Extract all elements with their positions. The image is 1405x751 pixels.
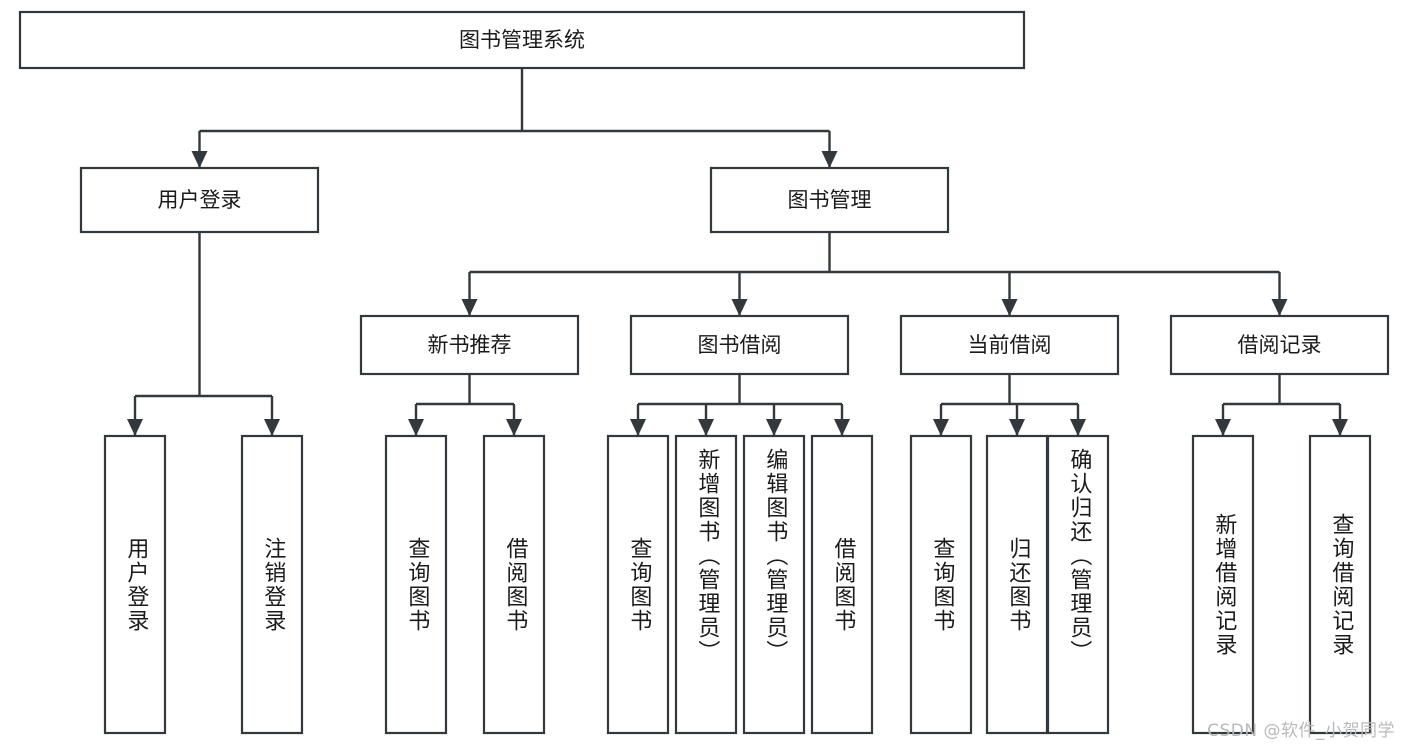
- node-leaf-user-login[interactable]: [103, 434, 167, 735]
- node-box-leaf-logout: [240, 434, 304, 735]
- node-leaf-add-book[interactable]: [674, 434, 738, 735]
- node-box-leaf-borrow-book-rec: [482, 434, 546, 735]
- node-leaf-query-book-rec[interactable]: [384, 434, 448, 735]
- node-user-login[interactable]: 用户登录: [79, 166, 320, 234]
- node-borrow-record[interactable]: 借阅记录: [1169, 314, 1390, 376]
- node-label-book-borrow: 图书借阅: [698, 333, 782, 357]
- node-label-root: 图书管理系统: [459, 28, 585, 52]
- node-label-user-login: 用户登录: [158, 188, 242, 212]
- node-label-current-borrow: 当前借阅: [968, 333, 1052, 357]
- node-box-leaf-query-book-borrow: [606, 434, 670, 735]
- node-leaf-return-book[interactable]: [985, 434, 1049, 735]
- node-box-new-book-rec: [359, 314, 580, 376]
- node-box-root: [18, 10, 1026, 70]
- node-book-manage[interactable]: 图书管理: [709, 166, 950, 234]
- node-root[interactable]: 图书管理系统: [18, 10, 1026, 70]
- node-box-book-manage: [709, 166, 950, 234]
- node-box-book-borrow: [629, 314, 850, 376]
- watermark: CSDN @软件_小贺同学: [1207, 721, 1395, 741]
- node-leaf-query-book-cur[interactable]: [909, 434, 973, 735]
- node-leaf-confirm-return[interactable]: [1046, 434, 1110, 735]
- node-label-book-manage: 图书管理: [788, 188, 872, 212]
- node-box-leaf-query-book-cur: [909, 434, 973, 735]
- node-leaf-query-book-borrow[interactable]: [606, 434, 670, 735]
- node-box-borrow-record: [1169, 314, 1390, 376]
- connector-layer: [127, 68, 1348, 436]
- node-box-user-login: [79, 166, 320, 234]
- node-leaf-borrow-book-rec[interactable]: [482, 434, 546, 735]
- node-box-leaf-add-record: [1191, 434, 1255, 735]
- node-current-borrow[interactable]: 当前借阅: [899, 314, 1120, 376]
- node-leaf-query-record[interactable]: [1308, 434, 1372, 735]
- node-box-leaf-borrow-book: [810, 434, 874, 735]
- node-box-leaf-edit-book: [742, 434, 806, 735]
- node-label-new-book-rec: 新书推荐: [428, 333, 512, 357]
- node-new-book-rec[interactable]: 新书推荐: [359, 314, 580, 376]
- node-box-leaf-add-book: [674, 434, 738, 735]
- node-leaf-edit-book[interactable]: [742, 434, 806, 735]
- node-leaf-borrow-book[interactable]: [810, 434, 874, 735]
- node-box-leaf-confirm-return: [1046, 434, 1110, 735]
- node-box-current-borrow: [899, 314, 1120, 376]
- node-leaf-add-record[interactable]: [1191, 434, 1255, 735]
- node-label-borrow-record: 借阅记录: [1238, 333, 1322, 357]
- node-box-leaf-return-book: [985, 434, 1049, 735]
- node-box-leaf-user-login: [103, 434, 167, 735]
- node-leaf-logout[interactable]: [240, 434, 304, 735]
- node-book-borrow[interactable]: 图书借阅: [629, 314, 850, 376]
- node-box-leaf-query-record: [1308, 434, 1372, 735]
- node-box-leaf-query-book-rec: [384, 434, 448, 735]
